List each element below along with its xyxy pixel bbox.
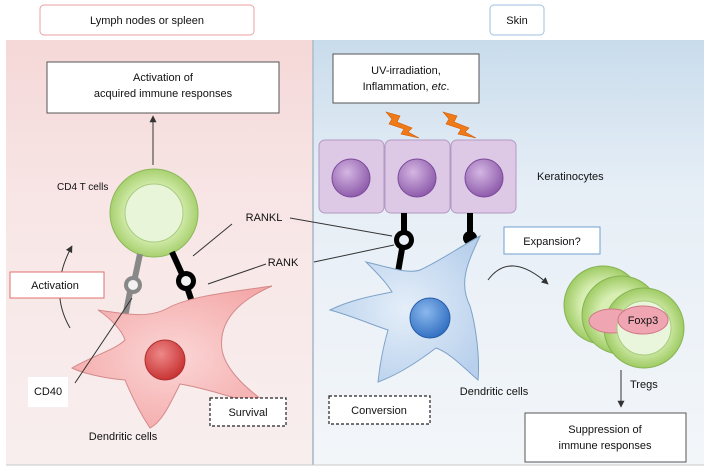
suppression-box [524,412,687,463]
rankl-label: RANKL [246,212,283,224]
uv-box-line-2: Inflammation, etc. [363,81,450,93]
treg-cluster [563,265,685,369]
survival-label: Survival [228,407,267,419]
cd4-t-cells-label: CD4 T cells [57,182,108,193]
dendritic-cell-pink-nucleus [144,339,186,381]
dendritic-cells-right-label: Dendritic cells [460,386,529,398]
rankl-pointer-left [192,223,233,257]
keratinocytes-label: Keratinocytes [537,171,604,183]
conversion-box [328,395,431,425]
rankl-pointer-right [289,217,393,237]
conversion-label: Conversion [351,405,407,417]
rank-pointer-left [207,263,267,285]
cd40-label: CD40 [34,386,62,398]
cd40-pointer-line [74,297,133,384]
lightning-icon [442,111,477,139]
keratinocyte-nucleus [464,158,504,198]
rank-label: RANK [268,257,299,269]
survival-box [209,397,287,427]
activation-box-line-2: acquired immune responses [94,88,233,100]
activation-of-responses-box [46,61,280,114]
dendritic-cell-blue-nucleus [409,297,451,339]
suppression-box-line-1: Suppression of [568,424,642,436]
dendritic-cell-blue [328,234,482,383]
header-left-box [39,4,255,36]
header-right-box [489,4,545,36]
activation-box [9,271,105,299]
expansion-box [503,226,601,255]
activation-box-line-1: Activation of [133,72,194,84]
tregs-label: Tregs [630,379,658,391]
header-right-text: Skin [506,15,527,27]
cd40-label-box [28,377,68,407]
foxp3-label: Foxp3 [628,315,659,327]
uv-inflammation-box [332,53,480,104]
activation-label: Activation [31,280,79,292]
keratinocyte-nucleus [331,158,371,198]
suppression-box-line-2: immune responses [559,440,652,452]
keratinocyte-nucleus [397,158,437,198]
dendritic-cells-left-label: Dendritic cells [89,431,158,443]
cd4-t-cell-nucleus [124,183,184,243]
foxp3-marker [617,305,669,335]
rankl-rank-pair-right [394,213,414,273]
expansion-label: Expansion? [523,236,581,248]
rank-pointer-right [313,244,395,263]
expansion-arrow [487,265,549,285]
header-left-text: Lymph nodes or spleen [90,15,204,27]
uv-box-line-1: UV-irradiation, [371,65,441,77]
lightning-icon [385,111,420,139]
